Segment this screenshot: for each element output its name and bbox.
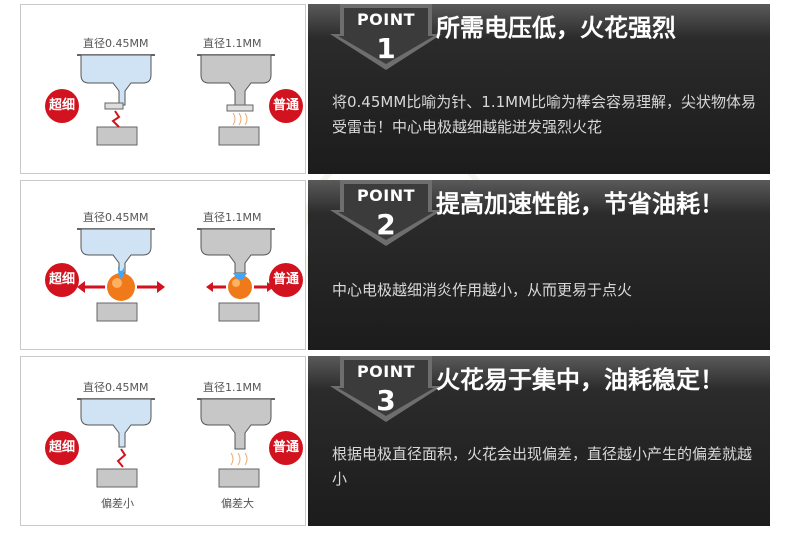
right-diameter-label: 直径1.1MM [203,37,262,50]
point-arrow-icon [330,356,442,422]
point-number: 1 [376,32,396,65]
left-diameter-label: 直径0.45MM [83,37,149,50]
normal-tag: 普通 [269,89,303,123]
row-description: 将0.45MM比喻为针、1.1MM比喻为棒会容易理解，尖状物体易受雷击！中心电极… [332,93,757,136]
feature-row-3: 直径0.45MM 直径1.1MM 超细 普通 偏差小 偏差大 POINT 3 火… [20,356,770,526]
point-arrow-icon [330,4,442,70]
illustration-panel: 直径0.45MM 直径1.1MM 超细 普通 [20,4,306,174]
left-diameter-label: 直径0.45MM [83,381,149,394]
spark-plug-diagram [77,228,275,322]
ultra-fine-tag: 超细 [45,431,79,465]
illustration-panel: 直径0.45MM 直径1.1MM 超细 普通 偏差小 偏差大 [20,356,306,526]
normal-tag: 普通 [269,431,303,465]
feature-row-2: 直径0.45MM 直径1.1MM 超细 普通 [20,180,770,350]
normal-tag: 普通 [269,263,303,297]
ultra-fine-tag: 超细 [45,89,79,123]
row-headline: 火花易于集中，油耗稳定！ [436,366,724,394]
left-diameter-label: 直径0.45MM [83,211,149,224]
row-headline: 提高加速性能，节省油耗！ [436,190,724,218]
large-deviation-label: 偏差大 [221,497,254,510]
point-number: 3 [376,384,396,417]
point-label: POINT [356,10,416,29]
right-diameter-label: 直径1.1MM [203,381,262,394]
point-label: POINT [356,186,416,205]
ultra-fine-tag: 超细 [45,263,79,297]
spark-plug-diagram [77,398,275,488]
point-label: POINT [356,362,416,381]
illustration-panel: 直径0.45MM 直径1.1MM 超细 普通 [20,180,306,350]
point-arrow-icon [330,180,442,246]
row-description: 根据电极直径面积，火花会出现偏差，直径越小产生的偏差就越小 [332,445,753,488]
row-description: 中心电极越细消炎作用越小，从而更易于点火 [332,281,633,299]
right-diameter-label: 直径1.1MM [203,211,262,224]
point-number: 2 [376,208,396,241]
feature-row-1: 直径0.45MM 直径1.1MM 超细 普通 POINT 1 所需电压低，火花强… [20,4,770,174]
row-headline: 所需电压低，火花强烈 [436,14,676,42]
small-deviation-label: 偏差小 [101,497,134,510]
spark-plug-diagram [77,54,275,146]
